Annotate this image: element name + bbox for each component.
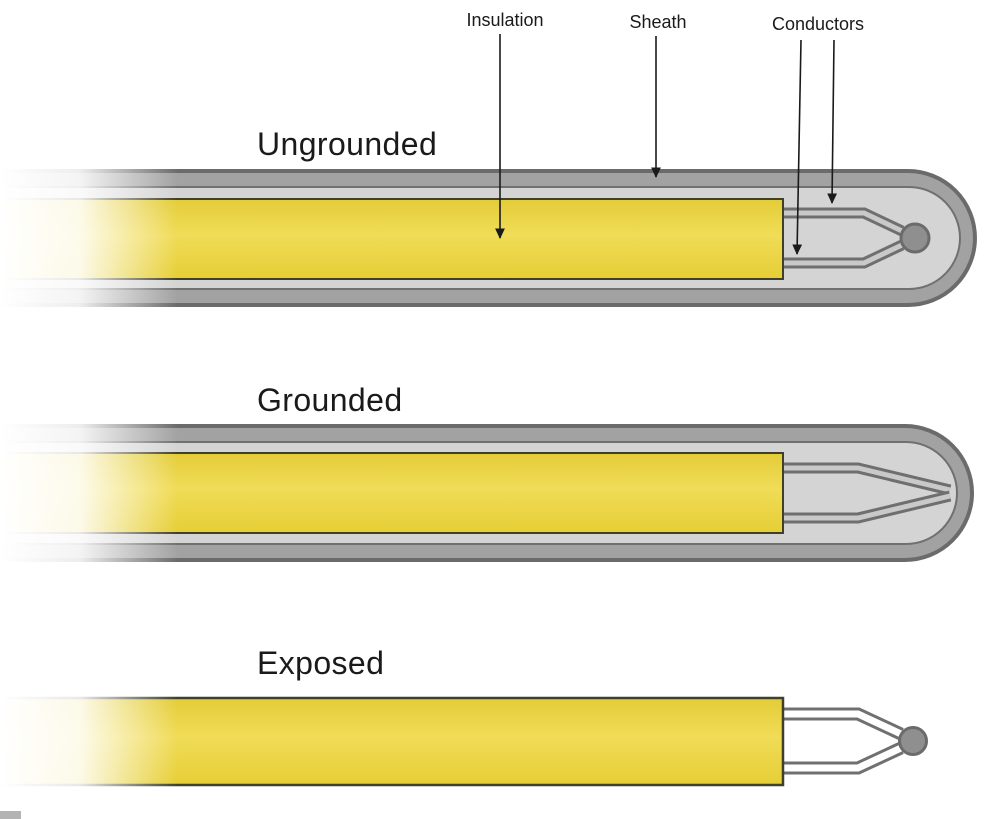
- ungrounded-title: Ungrounded: [257, 126, 437, 162]
- conductors-arrow-left: [792, 39, 803, 255]
- ungrounded-conductor-bottom: [781, 242, 904, 266]
- exposed-conductor-bottom: [781, 744, 903, 772]
- exposed-conductor-top: [781, 710, 903, 738]
- ungrounded-junction-ball: [899, 222, 931, 254]
- grounded-conductor-top: [781, 465, 951, 493]
- insulation-label: Insulation: [466, 10, 543, 30]
- exposed-title: Exposed: [257, 645, 384, 681]
- sheath-label: Sheath: [629, 12, 686, 32]
- conductors-arrow-right: [827, 39, 838, 204]
- left-fade-overlay: [0, 0, 178, 819]
- grounded-conductor-bottom: [781, 493, 951, 521]
- corner-mark: [0, 811, 21, 819]
- grounded-title: Grounded: [257, 382, 403, 418]
- exposed-junction-ball: [898, 726, 928, 756]
- ungrounded-conductor-top: [781, 210, 904, 234]
- conductors-label: Conductors: [772, 14, 864, 34]
- callouts: Insulation Sheath Conductors: [466, 10, 864, 255]
